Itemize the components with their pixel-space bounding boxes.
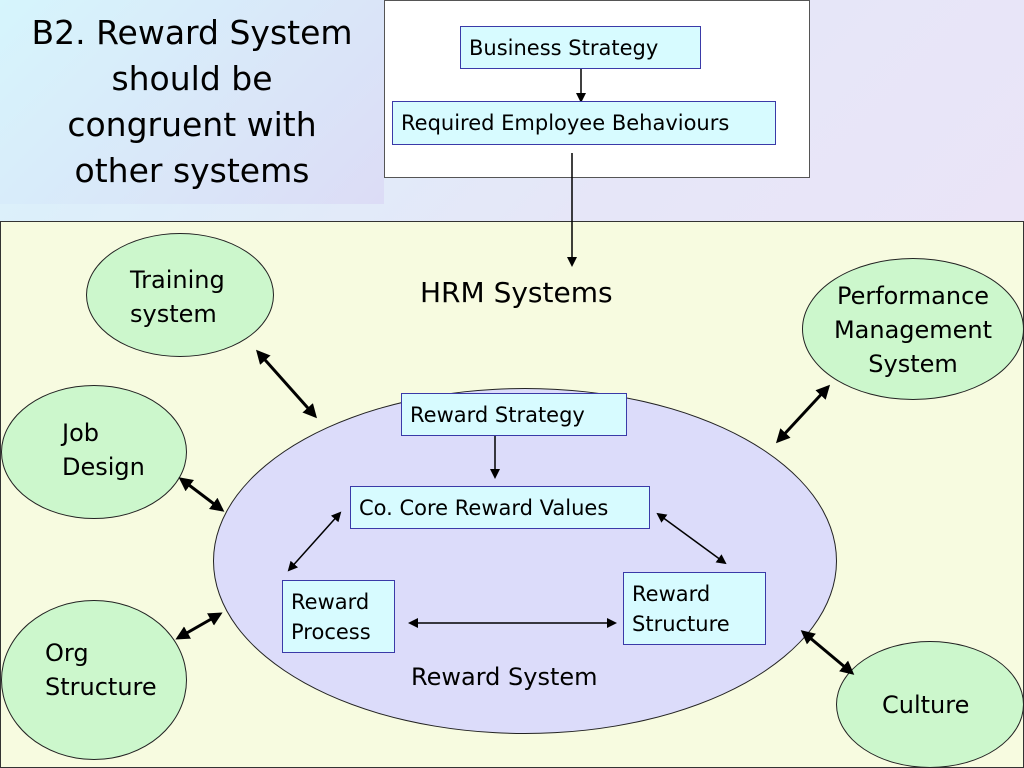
performance-management-label: Performance Management System bbox=[812, 279, 1014, 381]
business-strategy-label: Business Strategy bbox=[469, 35, 659, 60]
reward-process-line1: Reward bbox=[291, 589, 370, 614]
required-behaviours-box: Required Employee Behaviours bbox=[392, 101, 776, 145]
reward-system-label: Reward System bbox=[411, 663, 598, 691]
training-system-oval bbox=[86, 233, 274, 357]
training-line1: Training bbox=[130, 266, 225, 294]
org-line2: Structure bbox=[45, 673, 157, 701]
training-system-label: Training system bbox=[130, 263, 225, 331]
culture-label: Culture bbox=[882, 691, 970, 719]
arrow-org-reward bbox=[175, 612, 223, 640]
required-behaviours-label: Required Employee Behaviours bbox=[401, 111, 730, 135]
arrow-training-reward bbox=[256, 349, 317, 419]
arrow-job-reward bbox=[178, 477, 225, 512]
job-line1: Job bbox=[62, 419, 99, 447]
perf-line1: Performance bbox=[836, 282, 990, 310]
reward-structure-box: Reward Structure bbox=[623, 572, 766, 645]
culture-oval bbox=[836, 641, 1024, 768]
reward-process-line2: Process bbox=[291, 619, 371, 644]
arrow-values-structure bbox=[656, 512, 727, 565]
hrm-systems-title: HRM Systems bbox=[420, 276, 613, 309]
arrow-values-process bbox=[287, 511, 342, 572]
business-strategy-box: Business Strategy bbox=[460, 26, 701, 69]
reward-process-box: Reward Process bbox=[282, 580, 395, 653]
job-line2: Design bbox=[62, 453, 145, 481]
reward-structure-line2: Structure bbox=[632, 611, 730, 636]
perf-line3: System bbox=[868, 350, 958, 378]
arrow-culture-reward bbox=[800, 630, 855, 675]
org-structure-label: Org Structure bbox=[45, 636, 157, 704]
slide-title: B2. Reward System should be congruent wi… bbox=[31, 13, 353, 190]
arrow-performance-reward bbox=[775, 384, 831, 444]
perf-line2: Management bbox=[833, 316, 993, 344]
training-line2: system bbox=[130, 300, 217, 328]
org-structure-oval bbox=[1, 600, 187, 760]
core-reward-values-label: Co. Core Reward Values bbox=[359, 495, 609, 520]
reward-structure-line1: Reward bbox=[632, 581, 711, 606]
title-box: B2. Reward System should be congruent wi… bbox=[0, 0, 384, 204]
org-line1: Org bbox=[45, 639, 89, 667]
job-design-oval bbox=[1, 385, 187, 519]
job-design-label: Job Design bbox=[62, 416, 145, 484]
performance-management-oval bbox=[802, 258, 1024, 400]
core-reward-values-box: Co. Core Reward Values bbox=[350, 486, 650, 529]
reward-strategy-label: Reward Strategy bbox=[410, 402, 585, 427]
reward-strategy-box: Reward Strategy bbox=[401, 393, 627, 436]
